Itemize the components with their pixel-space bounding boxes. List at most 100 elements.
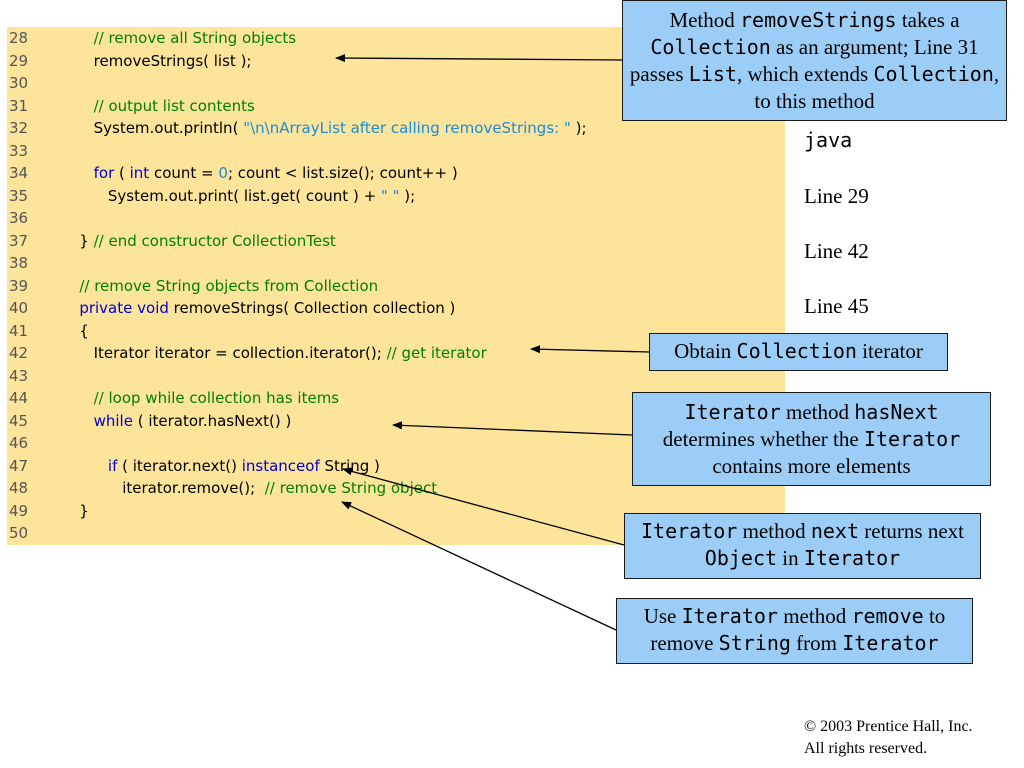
line-number: 37: [9, 231, 29, 250]
line-number: 32: [9, 119, 29, 137]
callout-text: Use: [643, 604, 682, 628]
callout-remove-strings: Method removeStrings takes a Collection …: [622, 0, 1007, 121]
code-term: next: [810, 519, 859, 543]
line-42-label: Line 42: [804, 239, 869, 263]
line-number: 31: [9, 96, 29, 115]
code-term: Iterator: [842, 631, 939, 655]
arrow-line-42: [530, 345, 650, 354]
line-number: 50: [9, 524, 29, 542]
callout-text: , to this method: [754, 62, 1000, 113]
code-token: // remove all String objects: [93, 29, 297, 47]
code-token: removeStrings( Collection collection ): [168, 299, 456, 317]
line-number: 28: [9, 29, 29, 47]
line-number: 48: [9, 479, 29, 497]
code-text: removeStrings( list );: [65, 50, 252, 72]
code-token: }: [65, 231, 94, 250]
callout-next: Iterator method next returns next Object…: [624, 513, 981, 579]
callout-text: Obtain: [674, 339, 737, 363]
code-text: // output list contents: [65, 95, 255, 117]
code-token: // end constructor CollectionTest: [93, 231, 336, 250]
code-token: ( iterator.next(): [117, 456, 242, 475]
callout-text: , which extends: [736, 62, 874, 86]
line-number: 33: [9, 141, 29, 160]
line-45-label: Line 45: [804, 294, 869, 318]
callout-text: takes a: [896, 8, 960, 32]
code-token: (: [114, 164, 130, 182]
line-number: 42: [9, 344, 29, 362]
code-term: String: [718, 631, 791, 655]
code-text: System.out.println( "\n\nArrayList after…: [65, 117, 587, 139]
callout-text: Method: [669, 8, 741, 32]
callout-text: as an argument; Line 31 passes: [629, 35, 979, 86]
callout-text: method: [780, 400, 855, 424]
code-text: // loop while collection has items: [65, 387, 340, 409]
code-term: hasNext: [854, 400, 939, 424]
code-token: // loop while collection has items: [93, 389, 340, 407]
code-token: "\n\nArrayList after calling removeStrin…: [243, 119, 571, 137]
callout-text: contains more elements: [712, 454, 911, 478]
arrow-line-29: [335, 54, 623, 63]
arrow-line-45: [392, 421, 633, 436]
code-term: Collection: [873, 62, 994, 86]
code-text: Iterator iterator = collection.iterator(…: [65, 342, 487, 364]
line-number: 44: [9, 389, 29, 407]
code-token: String ): [319, 456, 380, 475]
code-text: while ( iterator.hasNext() ): [65, 410, 292, 432]
code-token: iterator.remove();: [65, 479, 265, 497]
code-token: " ": [380, 186, 400, 205]
code-term: List: [688, 62, 737, 86]
line-number: 29: [9, 51, 29, 70]
line-number: 38: [9, 254, 29, 272]
copyright-symbol: ©: [804, 718, 817, 735]
code-token: while: [93, 411, 133, 430]
line-number: 41: [9, 321, 29, 340]
code-text: if ( iterator.next() instanceof String ): [65, 455, 380, 477]
code-text: private void removeStrings( Collection c…: [65, 297, 455, 319]
callout-text: determines whether the: [662, 427, 864, 451]
code-token: }: [65, 501, 89, 520]
code-text: // remove String objects from Collection: [65, 275, 378, 297]
line-number: 36: [9, 209, 29, 227]
callout-text: method: [737, 519, 811, 543]
code-term: Iterator: [863, 427, 961, 451]
callout-has-next: Iterator method hasNext determines wheth…: [632, 392, 991, 486]
code-token: System.out.print( list.get( count ) +: [65, 186, 381, 205]
code-term: Object: [704, 546, 778, 570]
line-number: 40: [9, 299, 29, 317]
callout-text: method: [777, 604, 852, 628]
copyright-line-2: All rights reserved.: [804, 740, 928, 757]
line-number: 43: [9, 366, 29, 385]
code-token: // output list contents: [93, 96, 255, 115]
code-token: private: [79, 299, 133, 317]
arrow-line-47: [342, 467, 625, 546]
code-text: // remove all String objects: [65, 27, 296, 49]
code-text: }: [65, 500, 89, 522]
code-term: Iterator: [684, 400, 781, 424]
code-token: ( iterator.hasNext() ): [132, 411, 292, 430]
code-token: // remove String objects from Collection: [79, 276, 379, 295]
line-number: 47: [9, 456, 29, 475]
code-token: for: [93, 164, 115, 182]
copyright-notice: © 2003 Prentice Hall, Inc. All rights re…: [804, 716, 973, 760]
code-token: Iterator iterator = collection.iterator(…: [65, 344, 387, 362]
callout-text: from: [790, 631, 843, 655]
code-term: remove: [851, 604, 924, 628]
line-number: 35: [9, 186, 29, 205]
code-text: } // end constructor CollectionTest: [65, 230, 336, 252]
code-term: Iterator: [803, 546, 901, 570]
code-token: );: [570, 119, 587, 137]
copyright-text: 2003 Prentice Hall, Inc.: [816, 718, 973, 735]
file-label: java: [804, 128, 853, 152]
line-number: 30: [9, 74, 29, 92]
callout-text: in: [777, 546, 804, 570]
code-token: // get iterator: [386, 344, 487, 362]
code-token: 0: [218, 164, 228, 182]
arrow-line-48: [341, 501, 617, 631]
callout-remove: Use Iterator method remove to remove Str…: [616, 598, 973, 664]
callout-obtain-iterator: Obtain Collection iterator: [649, 333, 948, 371]
code-term: Iterator: [641, 519, 738, 543]
line-number: 49: [9, 501, 29, 520]
code-term: Iterator: [681, 604, 778, 628]
line-number: 46: [9, 434, 29, 452]
